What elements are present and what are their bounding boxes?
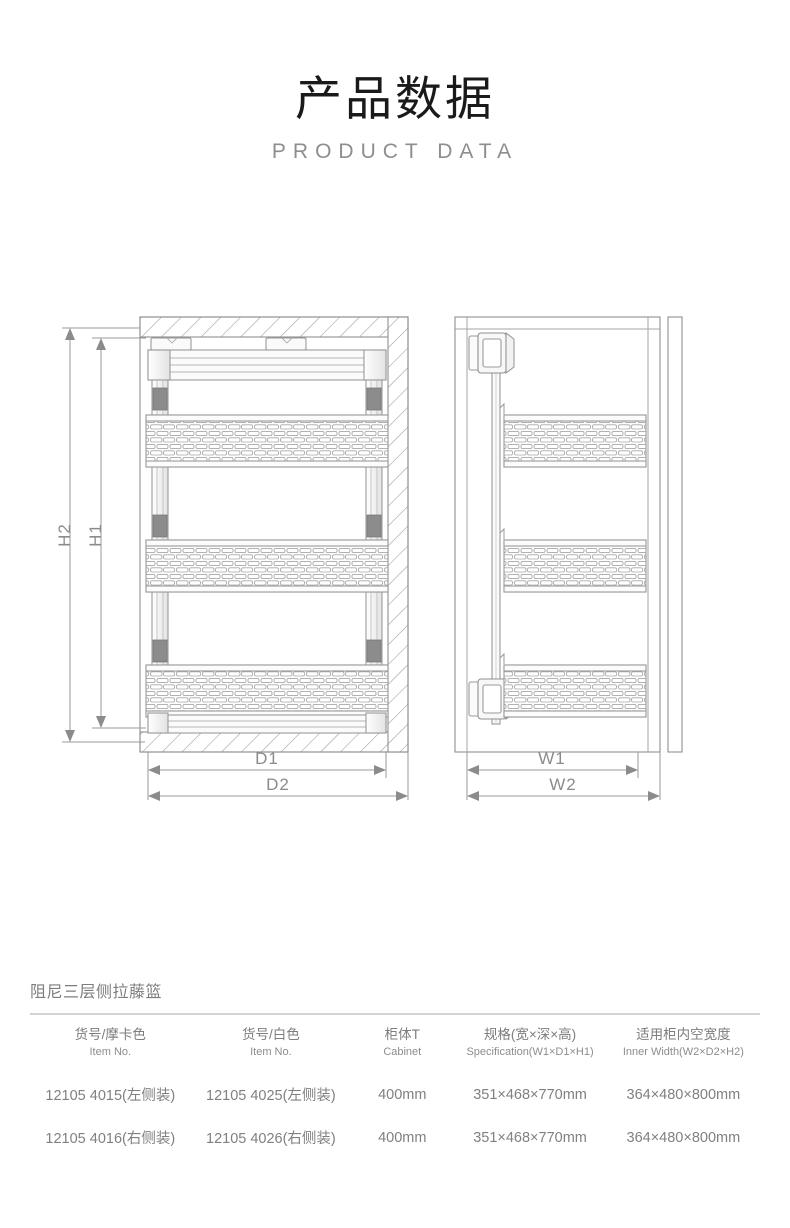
page-subtitle: PRODUCT DATA: [271, 140, 519, 164]
page-title: 产品数据: [295, 72, 495, 125]
column-header-en: Specification(W1×D1×H1): [466, 1046, 594, 1059]
dimension-label-h2: H2: [55, 523, 74, 547]
column-header-en: Inner Width(W2×D2×H2): [622, 1046, 744, 1059]
basket-side-tier-3: [503, 664, 647, 718]
page-header: 产品数据 PRODUCT DATA: [0, 0, 790, 164]
side-section-view: [454, 316, 683, 753]
dimension-label-w2: W2: [549, 775, 577, 794]
cell-specification: 351×468×770mm: [473, 1086, 587, 1103]
cell-item-mocha: 12105 4016(右侧装): [45, 1131, 176, 1148]
column-header-cn: 适用柜内空宽度: [636, 1027, 731, 1042]
basket-side-tier-1: [503, 414, 647, 468]
basket-tier-3: [145, 664, 389, 718]
column-header-item-mocha: 货号/摩卡色 Item No.: [30, 1015, 191, 1073]
column-header-cn: 规格(宽×深×高): [483, 1027, 577, 1042]
column-header-en: Cabinet: [383, 1046, 422, 1059]
cell-inner-width: 364×480×800mm: [626, 1086, 741, 1103]
specification-section: 阻尼三层侧拉藤篮 货号/摩卡色 Item No. 货号/白色 Item No.: [30, 978, 760, 1159]
front-elevation-view: [139, 316, 409, 753]
column-header-en: Item No.: [89, 1046, 132, 1059]
section-divider: [30, 1013, 760, 1015]
basket-tier-1: [145, 414, 389, 468]
table-row: 12105 4016(右侧装) 12105 4026(右侧装) 400mm 35…: [30, 1116, 760, 1159]
dimension-lines: [62, 327, 661, 801]
column-header-cabinet: 柜体T Cabinet: [351, 1015, 453, 1073]
table-row: 12105 4015(左侧装) 12105 4025(左侧装) 400mm 35…: [30, 1073, 760, 1116]
dimension-label-d1: D1: [255, 749, 279, 768]
column-header-cn: 货号/白色: [242, 1027, 300, 1042]
technical-drawing: H2 H1 D1 D2 W1 W2: [0, 300, 790, 820]
cell-item-white: 12105 4026(右侧装): [206, 1131, 336, 1148]
basket-side-tier-2: [503, 539, 647, 593]
specification-table: 货号/摩卡色 Item No. 货号/白色 Item No. 柜体T Cabin…: [30, 1015, 760, 1159]
cell-specification: 351×468×770mm: [473, 1129, 587, 1146]
cell-inner-width: 364×480×800mm: [626, 1129, 741, 1146]
table-header-row: 货号/摩卡色 Item No. 货号/白色 Item No. 柜体T Cabin…: [30, 1015, 760, 1073]
cell-item-mocha: 12105 4015(左侧装): [45, 1088, 176, 1105]
dimension-label-h1: H1: [86, 523, 105, 547]
cell-cabinet: 400mm: [378, 1086, 427, 1103]
dimension-label-d2: D2: [266, 775, 290, 794]
column-header-inner-width: 适用柜内空宽度 Inner Width(W2×D2×H2): [607, 1015, 760, 1073]
dimension-label-w1: W1: [538, 749, 566, 768]
column-header-en: Item No.: [250, 1046, 292, 1059]
column-header-cn: 货号/摩卡色: [74, 1027, 146, 1042]
cell-item-white: 12105 4025(左侧装): [206, 1088, 336, 1105]
column-header-item-white: 货号/白色 Item No.: [191, 1015, 352, 1073]
cell-cabinet: 400mm: [378, 1129, 427, 1146]
column-header-cn: 柜体T: [384, 1027, 420, 1042]
basket-tier-2: [145, 539, 389, 593]
column-header-specification: 规格(宽×深×高) Specification(W1×D1×H1): [453, 1015, 606, 1073]
product-name: 阻尼三层侧拉藤篮: [30, 984, 163, 1001]
